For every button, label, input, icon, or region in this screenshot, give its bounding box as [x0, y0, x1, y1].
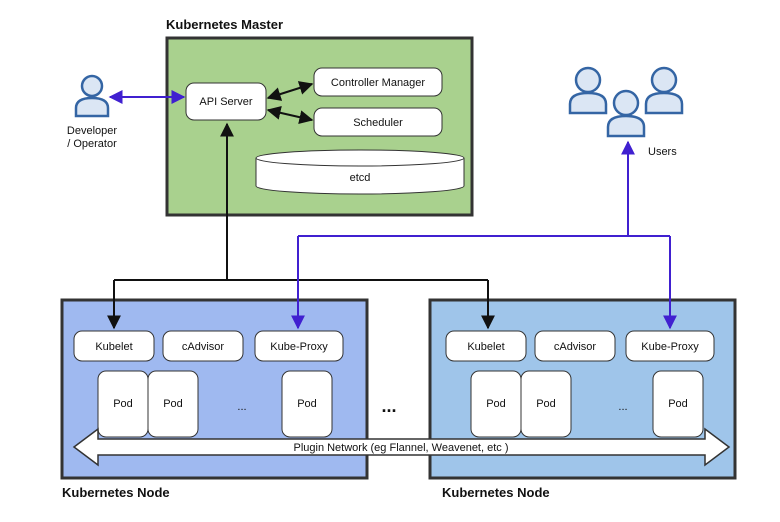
- controller-manager-label: Controller Manager: [331, 77, 425, 89]
- api-server-label: API Server: [199, 96, 253, 108]
- api-controller-arrow: [266, 81, 314, 101]
- node-1-title: Kubernetes Node: [62, 485, 170, 500]
- etcd-label: etcd: [350, 172, 371, 184]
- node-1-pod-3: [281, 370, 333, 438]
- node-2-pod-3-label: Pod: [668, 398, 688, 410]
- node-1-pod-2-label: Pod: [163, 398, 183, 410]
- node-1-cadvisor-box: [162, 330, 244, 362]
- users-group-icon: [568, 66, 684, 138]
- node-1-kube-proxy-box: [254, 330, 344, 362]
- node-2-kube-proxy-label: Kube-Proxy: [641, 341, 699, 353]
- node-2-pod-2-label: Pod: [536, 398, 556, 410]
- scheduler-box: [313, 107, 443, 137]
- developer-person-icon: [74, 74, 110, 118]
- node-1-pod-ellipsis: ...: [237, 401, 246, 413]
- node-2-pod-1-label: Pod: [486, 398, 506, 410]
- node-ellipsis: ...: [381, 396, 396, 416]
- api-kubelet-connectors: [107, 122, 495, 330]
- node-1-kubelet-box: [73, 330, 155, 362]
- node-2-kubelet-box: [445, 330, 527, 362]
- node-2-title: Kubernetes Node: [442, 485, 550, 500]
- node-1-kubelet-label: Kubelet: [95, 341, 132, 353]
- etcd-cylinder: [255, 149, 465, 195]
- node-2-pod-3: [652, 370, 704, 438]
- users-kube-proxy-connectors: [291, 140, 677, 330]
- node-2-pod-ellipsis: ...: [618, 401, 627, 413]
- users-label: Users: [648, 146, 677, 158]
- node-2-pod-2: [520, 370, 572, 438]
- node-1-pod-1-label: Pod: [113, 398, 133, 410]
- api-scheduler-arrow: [266, 105, 314, 125]
- node-1-pod-2: [147, 370, 199, 438]
- node-1-kube-proxy-label: Kube-Proxy: [270, 341, 328, 353]
- api-server-box: [185, 82, 267, 121]
- scheduler-label: Scheduler: [353, 117, 403, 129]
- developer-label-line1: Developer: [67, 125, 117, 137]
- node-2-cadvisor-box: [534, 330, 616, 362]
- node-2-kubelet-label: Kubelet: [467, 341, 504, 353]
- controller-manager-box: [313, 67, 443, 97]
- plugin-network-label: Plugin Network (eg Flannel, Weavenet, et…: [293, 442, 508, 454]
- node-2-kube-proxy-box: [625, 330, 715, 362]
- node-1-cadvisor-label: cAdvisor: [182, 341, 225, 353]
- master-title: Kubernetes Master: [166, 17, 283, 32]
- developer-label-line2: / Operator: [67, 138, 117, 150]
- node-2-cadvisor-label: cAdvisor: [554, 341, 597, 353]
- plugin-network-arrow: [72, 427, 731, 467]
- node-1-pod-3-label: Pod: [297, 398, 317, 410]
